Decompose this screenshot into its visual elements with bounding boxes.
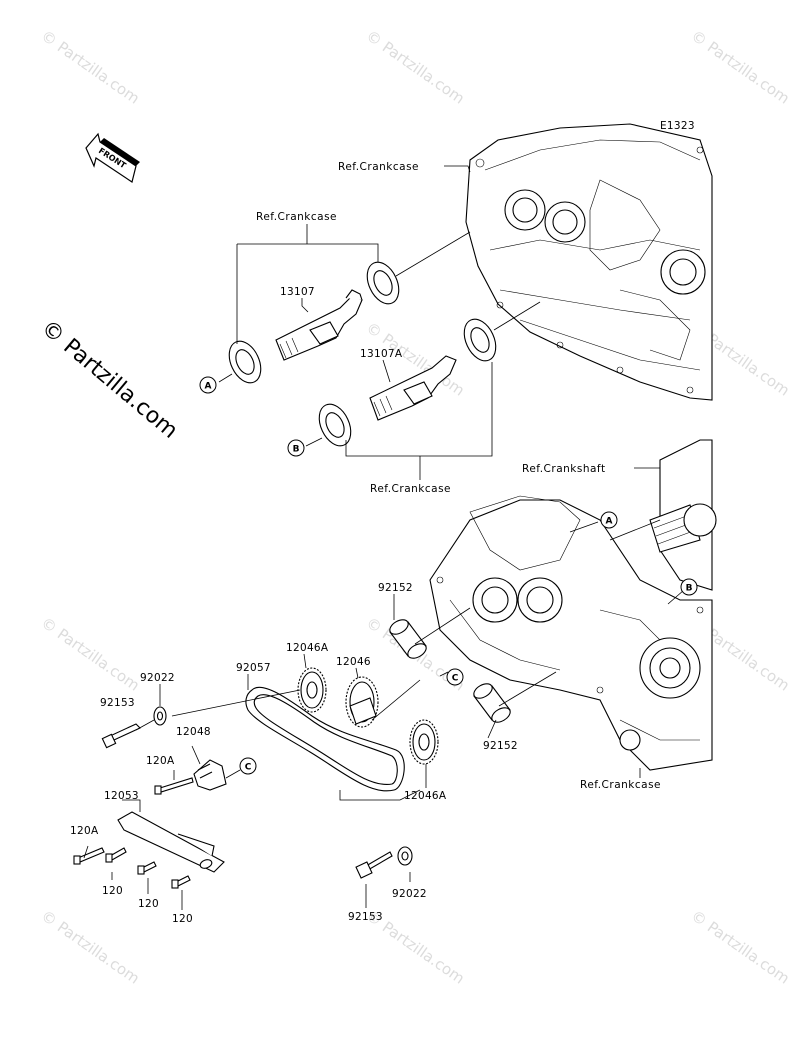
label-92153-bottom: 92153 [348, 911, 383, 923]
svg-text:C: C [245, 763, 252, 773]
collar-92152-bottom [473, 683, 511, 723]
diagram-code: E1323 [660, 120, 695, 132]
washer-92022-bottom [397, 846, 413, 866]
sprocket-12046 [345, 676, 379, 728]
svg-text:C: C [452, 674, 459, 684]
label-12053: 12053 [104, 790, 139, 802]
label-120-c: 120 [172, 913, 193, 925]
label-12046a-top: 12046A [286, 642, 329, 654]
marker-b1: B [287, 439, 305, 457]
svg-text:B: B [686, 584, 693, 594]
label-92153-top: 92153 [100, 697, 135, 709]
washer-92022-top [153, 706, 167, 726]
front-arrow-icon: FRONT [85, 132, 140, 183]
label-13107: 13107 [280, 286, 315, 298]
sprocket-12046a-top [297, 667, 327, 713]
bolt-120a-left [73, 847, 105, 865]
label-120a-mid: 120A [146, 755, 175, 767]
ref-crankcase-left: Ref.Crankcase [256, 211, 337, 223]
label-92022-bottom: 92022 [392, 888, 427, 900]
label-120a-left: 120A [70, 825, 99, 837]
label-12048: 12048 [176, 726, 211, 738]
bolt-120-b [137, 861, 157, 875]
marker-c2: C [239, 757, 257, 775]
watermark-text: © Partzilla.com [688, 27, 793, 108]
ref-crankcase-mid: Ref.Crankcase [370, 483, 451, 495]
crankcase-lower [429, 495, 713, 771]
bearing-upper [366, 261, 400, 305]
bolt-92153-top [101, 723, 141, 749]
watermark-main: © Partzilla.com [36, 315, 182, 443]
shaft-13107a [369, 355, 457, 421]
watermark-text: © Partzilla.com [363, 27, 468, 108]
label-92152-bottom: 92152 [483, 740, 518, 752]
watermark-text: © Partzilla.com [38, 27, 143, 108]
label-12046: 12046 [336, 656, 371, 668]
collar-92152-top [389, 619, 427, 659]
leader-lines [83, 165, 685, 910]
marker-b2: B [680, 578, 698, 596]
chain-92057 [245, 686, 405, 792]
label-120-b: 120 [138, 898, 159, 910]
label-13107a: 13107A [360, 348, 403, 360]
bearing-right [463, 318, 497, 362]
chain-guide-12053 [117, 811, 225, 873]
svg-text:B: B [293, 445, 300, 455]
watermark-text: © Partzilla.com [688, 907, 793, 988]
label-92057: 92057 [236, 662, 271, 674]
bolt-120-a [105, 847, 127, 863]
label-120-a: 120 [102, 885, 123, 897]
bolt-120-c [171, 875, 191, 889]
ref-crankcase-bottom: Ref.Crankcase [580, 779, 661, 791]
crankshaft [649, 439, 717, 591]
svg-text:A: A [606, 517, 613, 527]
ref-crankshaft: Ref.Crankshaft [522, 463, 606, 475]
tensioner-12048 [193, 759, 227, 791]
shaft-13107 [275, 289, 363, 361]
svg-text:A: A [205, 382, 212, 392]
ref-crankcase-top: Ref.Crankcase [338, 161, 419, 173]
watermark-text: © Partzilla.com [38, 907, 143, 988]
bearing-a [228, 340, 262, 384]
crankcase-upper [465, 123, 713, 401]
sprocket-12046a-bottom [409, 719, 439, 765]
watermark-text: © Partzilla.com [38, 614, 143, 695]
label-12046a-bottom: 12046A [404, 790, 447, 802]
marker-a2: A [600, 511, 618, 529]
label-92152-top: 92152 [378, 582, 413, 594]
bolt-92153-bottom [355, 851, 393, 879]
bearing-b [318, 403, 352, 447]
label-92022-top: 92022 [140, 672, 175, 684]
marker-a1: A [199, 376, 217, 394]
marker-c1: C [446, 668, 464, 686]
bolt-120a-mid [154, 777, 194, 795]
